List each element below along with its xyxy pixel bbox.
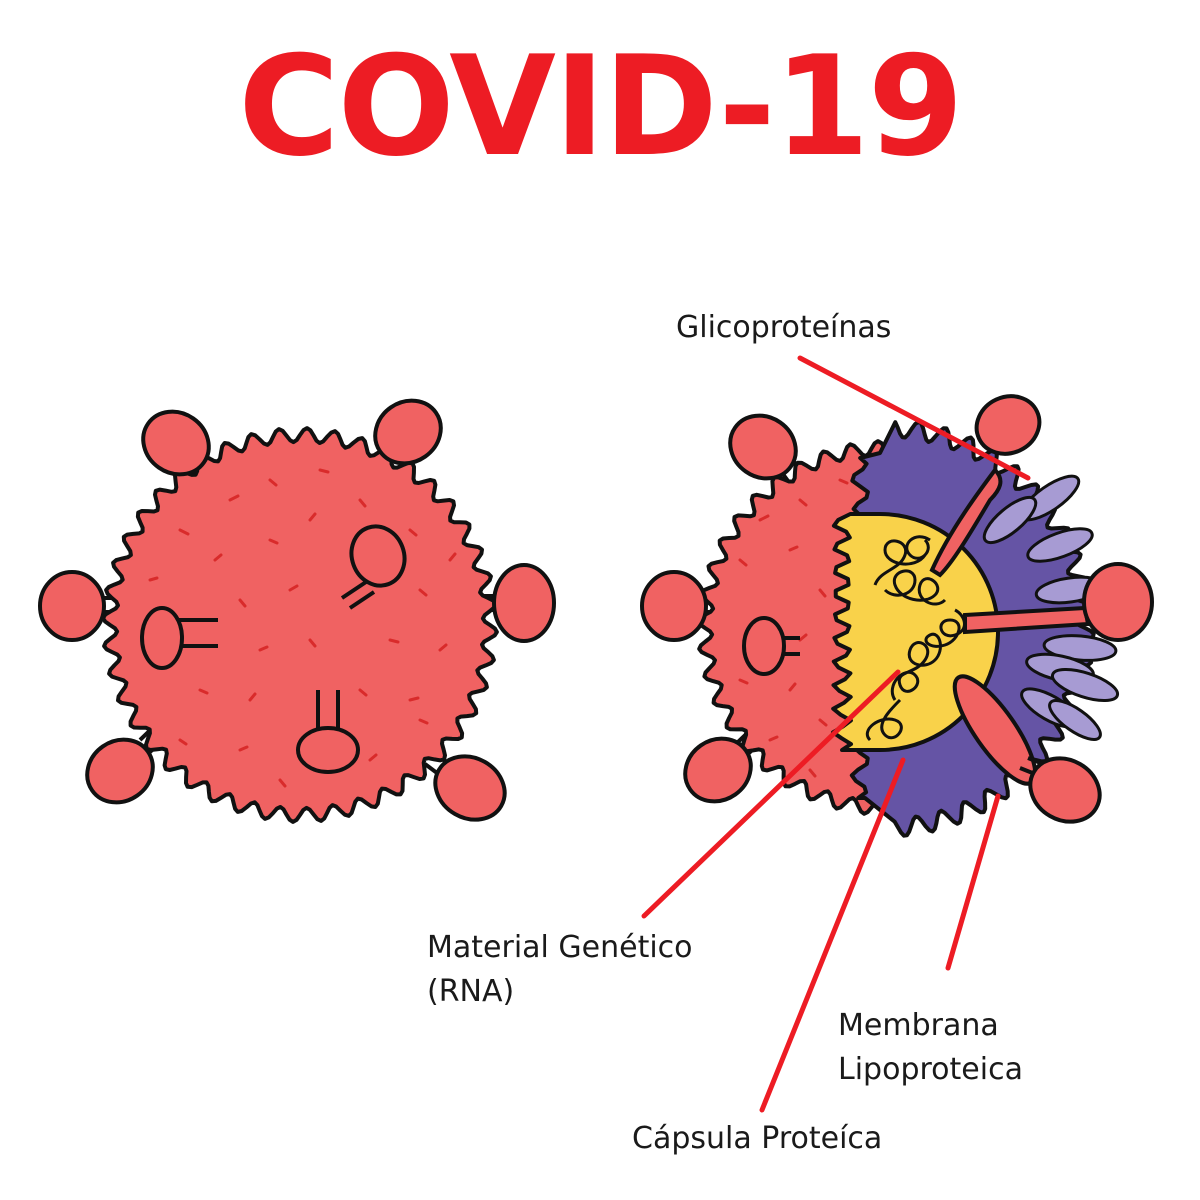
leader-genetic-material: [641, 669, 901, 919]
left-virus-surface-spikes: [140, 524, 407, 774]
right-virus-spike-heads: [640, 413, 800, 804]
leader-membrane: [945, 793, 1001, 971]
label-genetic-material-line1: Material Genético: [427, 930, 693, 965]
label-capsule-text: Cápsula Proteíca: [632, 1121, 883, 1156]
left-virus: [38, 398, 556, 824]
label-genetic-material-line2: (RNA): [427, 974, 515, 1009]
label-glycoproteins-text: Glicoproteínas: [676, 310, 892, 345]
left-virus-spike-heads: [38, 398, 556, 822]
diagram-title: COVID-19: [238, 26, 963, 187]
left-virus-body: [101, 426, 499, 824]
leader-capsule: [759, 757, 906, 1113]
label-membrane-line1: Membrana: [838, 1008, 999, 1043]
label-membrane-line2: Lipoproteica: [838, 1052, 1023, 1087]
rna-strand: [866, 535, 966, 742]
right-virus: [640, 394, 1154, 838]
left-virus-speckles: [148, 468, 457, 788]
label-membrane: Membrana Lipoproteica: [838, 1004, 1023, 1092]
leader-lines: [641, 355, 1031, 1113]
right-virus-cut-spikes: [929, 394, 1154, 824]
leader-glycoproteins: [797, 355, 1031, 481]
right-virus-membrane-spikes: [982, 474, 1120, 741]
label-capsule: Cápsula Proteíca: [632, 1117, 882, 1161]
label-glycoproteins: Glicoproteínas: [676, 306, 891, 350]
right-virus-speckles: [738, 478, 849, 778]
label-genetic-material: Material Genético (RNA): [427, 926, 693, 1014]
